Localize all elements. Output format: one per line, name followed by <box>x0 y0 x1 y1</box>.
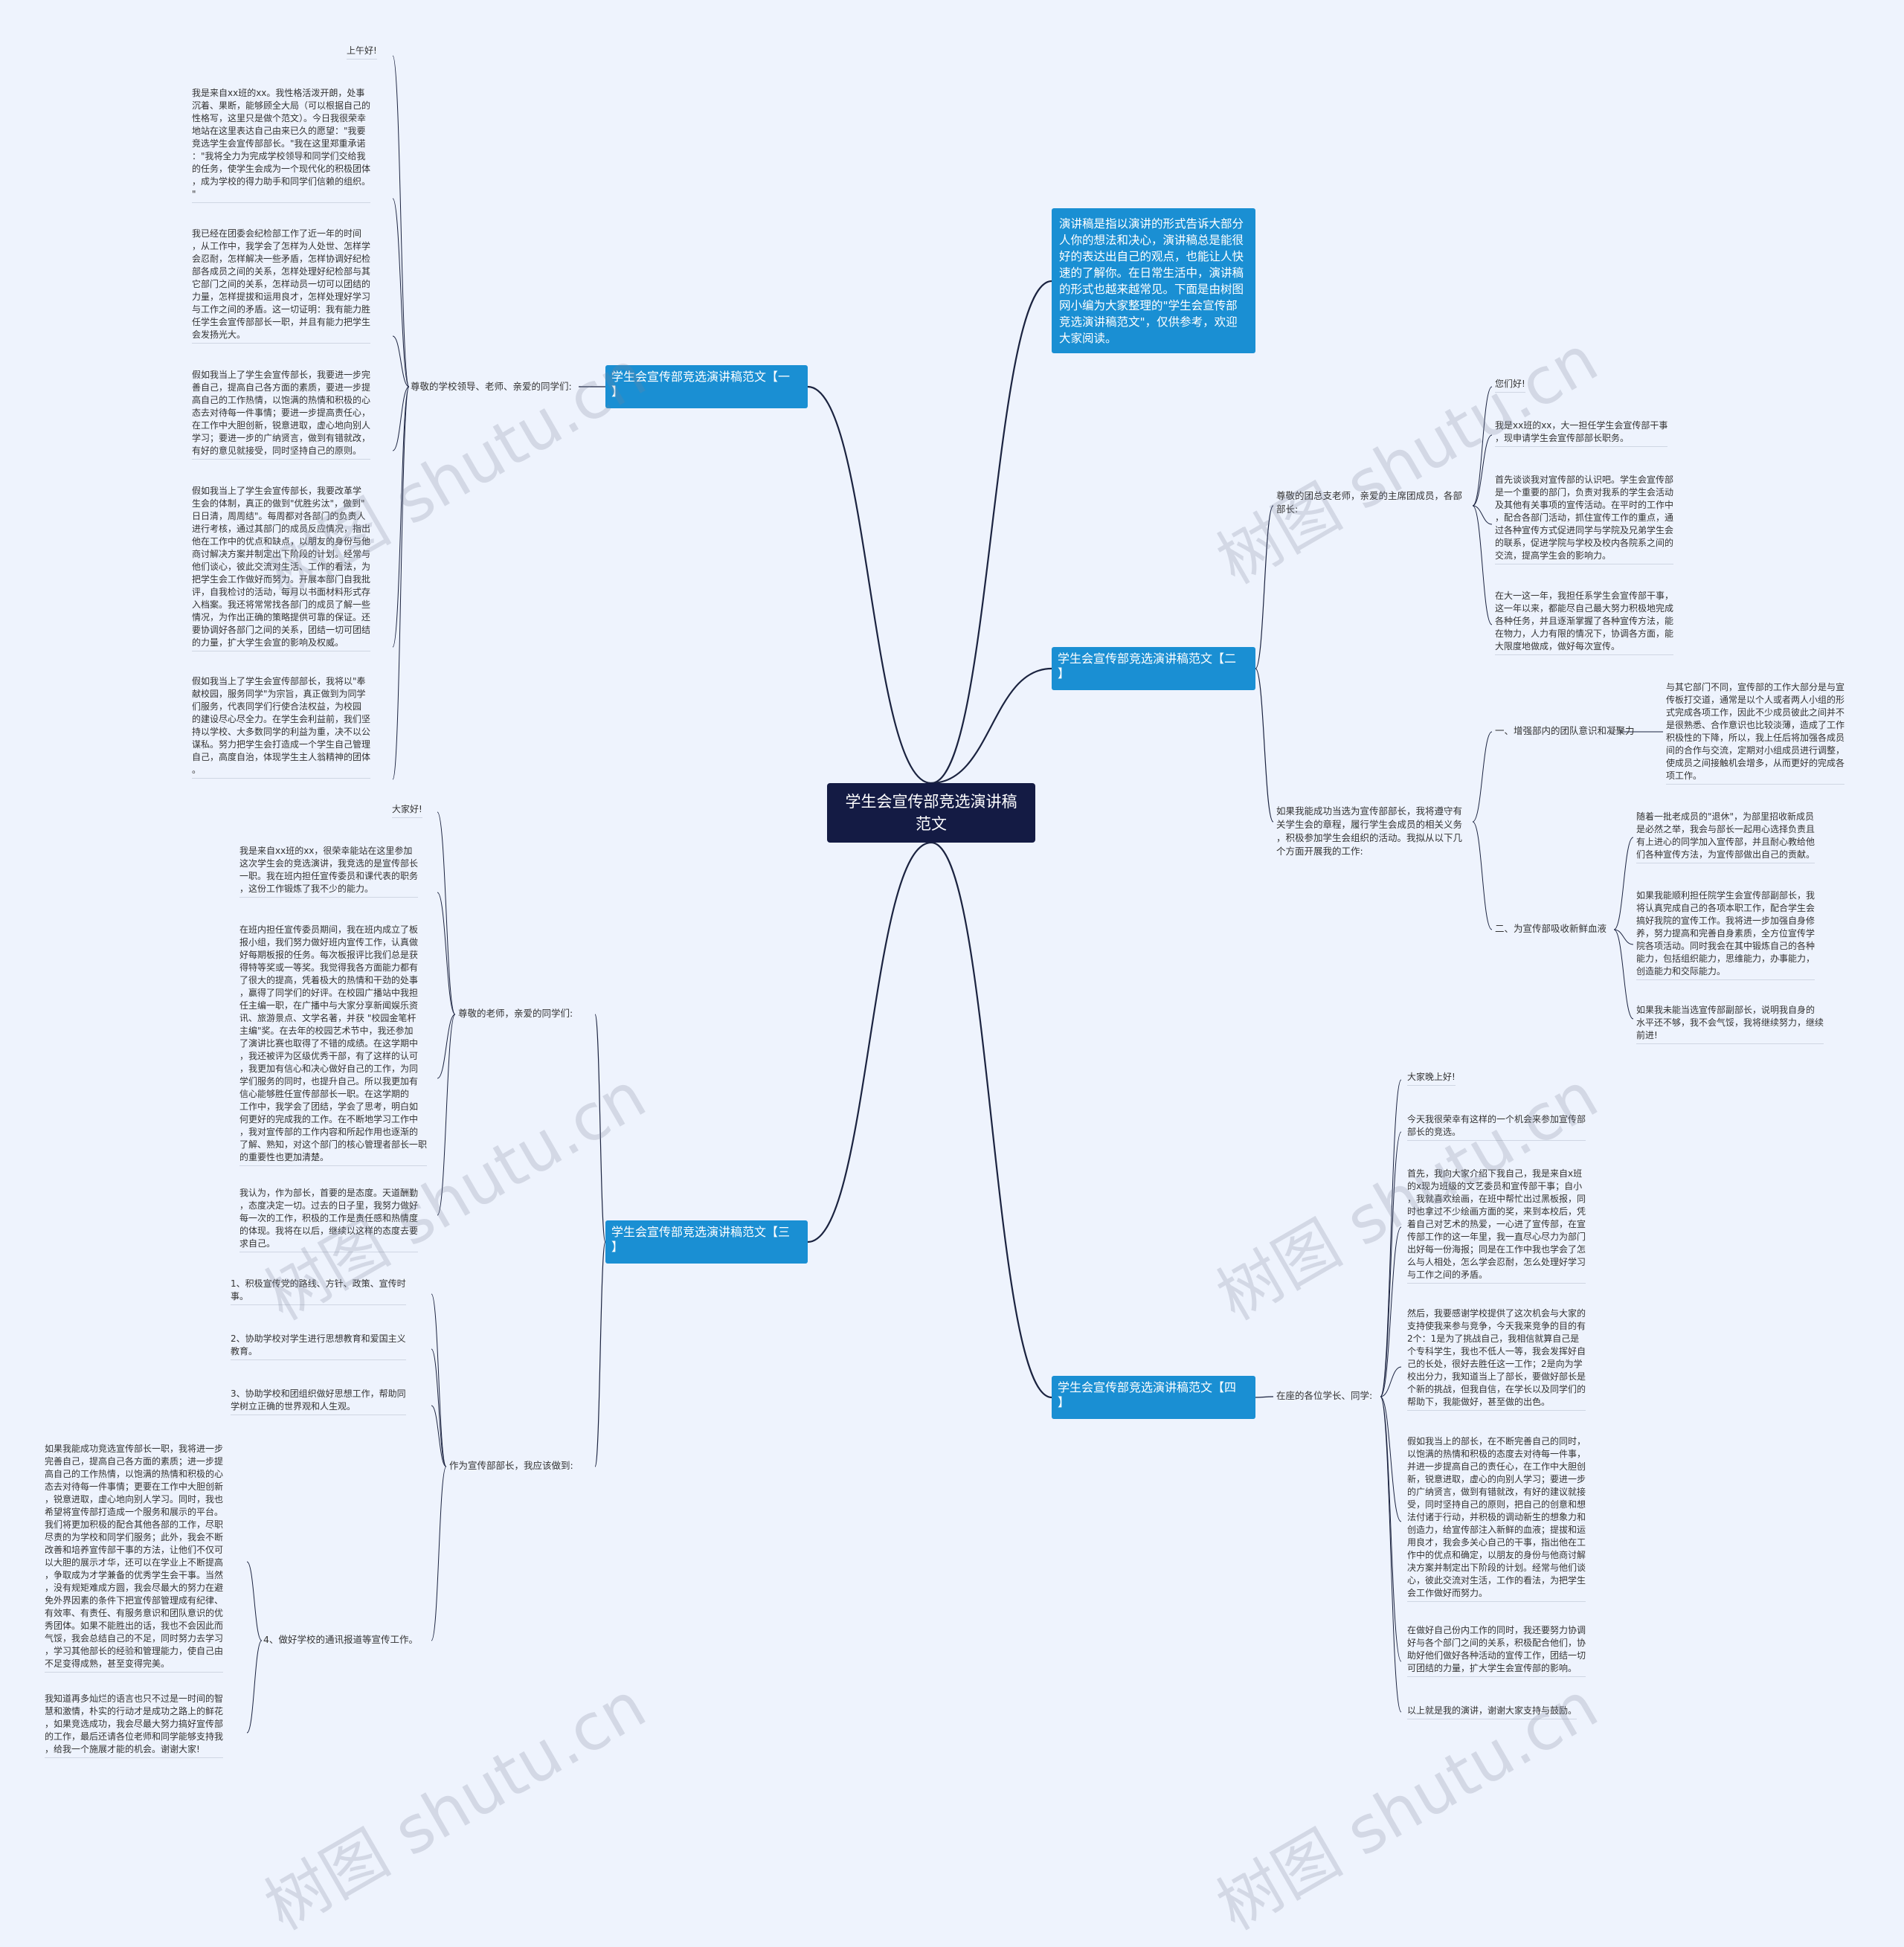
connector <box>807 385 932 785</box>
connector <box>431 1405 447 1467</box>
connector <box>246 1640 263 1734</box>
branch-2-leaf-4: 在大一这一年，我担任系学生会宣传部干事， 这一年以来，都能尽自己最大努力积极地完… <box>1495 590 1674 655</box>
connector <box>431 1466 447 1641</box>
branch-3-salutation: 尊敬的老师，亲爱的同学们: <box>458 1008 573 1019</box>
connector <box>1255 505 1274 669</box>
branch-4-leaf-5: 假如我当上的部长，在不断完善自己的同时， 以饱满的热情和积极的态度去对待每一件事… <box>1407 1435 1586 1602</box>
connector-lines <box>246 55 1663 1734</box>
branch-1-leaf-5: 假如我当上了学生会宣传部长，我要改革学 生会的体制，真正的做到"优胜劣汰"，做到… <box>192 485 371 651</box>
connector <box>1380 1079 1402 1397</box>
connector <box>1472 505 1493 525</box>
branch-4-leaf-2: 今天我很荣幸有这样的一个机会来参加宣传部 部长的竞选。 <box>1407 1113 1586 1141</box>
connector <box>594 1241 606 1467</box>
branch-1-leaf-6: 假如我当上了学生会宣传部部长，我将以"奉 献校园，服务同学"为宗旨，真正做到为同… <box>192 675 371 779</box>
branch-3-duty-1: 1、积极宣传党的路线、方针、政策、宣传时 事。 <box>231 1278 406 1305</box>
connector <box>392 335 410 387</box>
connector <box>1472 821 1493 930</box>
branch-4-leaf-1: 大家晚上好! <box>1407 1071 1456 1086</box>
branch-3-duty-4-leaf-2: 我知道再多灿烂的语言也只不过是一时间的智 慧和激情，朴实的行动才是成功之路上的鲜… <box>45 1693 224 1758</box>
connector <box>1380 1226 1402 1397</box>
connector <box>1380 1396 1402 1713</box>
connector <box>392 386 410 780</box>
branch-2-leaf-3: 首先谈谈我对宣传部的认识吧。学生会宣传部 是一个重要的部门，负责对我系的学生会活… <box>1495 474 1674 564</box>
branch-2-sub-2-leaf-2: 如果我能顺利担任院学生会宣传部副部长，我 将认真完成自己的各项本职工作，配合学生… <box>1636 889 1815 980</box>
branch-2-leaf-2: 我是xx班的xx，大一担任学生会宣传部干事 ，现申请学生会宣传部部长职务。 <box>1495 419 1668 447</box>
connector <box>1255 668 1274 823</box>
connector <box>930 667 1052 785</box>
branch-4[interactable]: 学生会宣传部竞选演讲稿范文【四 】 <box>1052 1376 1255 1419</box>
connector <box>594 1014 606 1243</box>
branch-4-leaf-3: 首先，我向大家介绍下我自己，我是来自x班 的x现为班级的文艺委员和宣传部干事；自… <box>1407 1168 1586 1284</box>
connector <box>1380 1396 1402 1522</box>
branch-2-sub-1: 一、增强部内的团队意识和凝聚力 <box>1495 725 1635 736</box>
connector <box>1380 1131 1402 1397</box>
connector <box>1472 386 1493 506</box>
branch-3-duties: 作为宣传部部长，我应该做到: <box>449 1460 573 1471</box>
branch-3-leaf-1: 大家好! <box>392 803 422 818</box>
connector <box>246 1561 263 1641</box>
branch-3-duty-2: 2、协助学校对学生进行思想教育和爱国主义 教育。 <box>231 1333 406 1360</box>
branch-3-leaf-2: 我是来自xx班的xx，很荣幸能站在这里参加 这次学生会的竞选演讲，我竞选的是宣传… <box>239 845 419 898</box>
connector <box>807 841 932 1243</box>
connector <box>392 386 410 451</box>
branch-1[interactable]: 学生会宣传部竞选演讲稿范文【一 】 <box>605 365 808 408</box>
branch-4-salutation: 在座的各位学长、同学: <box>1276 1390 1373 1401</box>
connector <box>1472 434 1493 506</box>
branch-1-leaf-4: 假如我当上了学生会宣传部长，我要进一步完 善自己，提高自己各方面的素质，要进一步… <box>192 369 371 460</box>
connector <box>392 55 410 387</box>
connector <box>1613 929 1634 945</box>
connector <box>392 386 410 648</box>
branch-3[interactable]: 学生会宣传部竞选演讲稿范文【三 】 <box>605 1220 808 1264</box>
connector <box>431 1293 447 1467</box>
connector <box>437 892 456 1015</box>
connector <box>1613 929 1634 1020</box>
connector <box>1380 1396 1402 1662</box>
branch-1-leaf-2: 我是来自xx班的xx。我性格活泼开朗，处事 沉着、果断，能够顾全大局（可以根据自… <box>192 87 371 203</box>
branch-1-leaf-3: 我已经在团委会纪检部工作了近一年的时间 ，从工作中，我学会了怎样为人处世、怎样学… <box>192 228 371 344</box>
branch-3-leaf-3: 在班内担任宣传委员期间，我在班内成立了板 报小组，我们努力做好班内宣传工作，认真… <box>239 924 428 1166</box>
connector <box>431 1348 447 1467</box>
intro-node[interactable]: 演讲稿是指以演讲的形式告诉大部分人你的想法和决心，演讲稿总是能很好的表达出自己的… <box>1052 208 1255 353</box>
branch-3-leaf-4: 我认为，作为部长，首要的是态度。天道酬勤 ，态度决定一切。过去的日子里，我努力做… <box>239 1187 419 1252</box>
connector <box>930 280 1052 785</box>
branch-2-sub-2-leaf-3: 如果我未能当选宣传部副部长，说明我自身的 水平还不够，我不会气馁，我将继续努力，… <box>1636 1004 1824 1044</box>
branch-2-plan: 如果我能成功当选为宣传部部长，我将遵守有 关学生会的章程，履行学生会成员的相关义… <box>1276 805 1463 857</box>
connector <box>930 841 1052 1399</box>
branch-2[interactable]: 学生会宣传部竞选演讲稿范文【二 】 <box>1052 647 1255 690</box>
branch-4-leaf-4: 然后，我要感谢学校提供了这次机会与大家的 支持使我来参与竞争，今天我来竞争的目的… <box>1407 1307 1586 1411</box>
branch-3-duty-4-leaf-1: 如果我能成功竞选宣传部长一职，我将进一步 完善自己，提高自己各方面的素质；进一步… <box>45 1443 224 1673</box>
connector <box>392 198 410 387</box>
branch-3-duty-3: 3、协助学校和团组织做好思想工作，帮助同 学树立正确的世界观和人生观。 <box>231 1388 406 1415</box>
connector <box>437 1014 456 1216</box>
connector <box>1472 731 1493 823</box>
root-node[interactable]: 学生会宣传部竞选演讲稿 范文 <box>827 783 1035 843</box>
branch-3-duty-4: 4、做好学校的通讯报道等宣传工作。 <box>263 1634 418 1645</box>
connector <box>437 811 456 1015</box>
connector <box>1380 1366 1402 1397</box>
branch-2-sub-2: 二、为宣传部吸收新鲜血液 <box>1495 923 1607 934</box>
branch-2-sub-2-leaf-1: 随着一批老成员的"退休"，为部里招收新成员 是必然之举，我会与部长一起用心选择负… <box>1636 811 1815 863</box>
connector <box>1613 837 1634 930</box>
branch-2-salutation: 尊敬的团总支老师，亲爱的主席团成员，各部 部长: <box>1276 490 1463 515</box>
branch-4-leaf-6: 在做好自己份内工作的同时，我还要努力协调 好与各个部门之间的关系，积极配合他们，… <box>1407 1624 1586 1677</box>
connector <box>437 1014 456 1079</box>
branch-2-leaf-1: 您们好! <box>1495 378 1525 393</box>
branch-4-leaf-7: 以上就是我的演讲，谢谢大家支持与鼓励。 <box>1407 1705 1577 1719</box>
connector <box>1472 505 1493 625</box>
branch-2-sub-1-leaf: 与其它部门不同，宣传部的工作大部分是与宣 传板打交道，通常是以个人或者两人小组的… <box>1666 681 1845 785</box>
branch-1-leaf-1: 上午好! <box>347 45 377 59</box>
branch-1-salutation: 尊敬的学校领导、老师、亲爱的同学们: <box>411 381 572 392</box>
